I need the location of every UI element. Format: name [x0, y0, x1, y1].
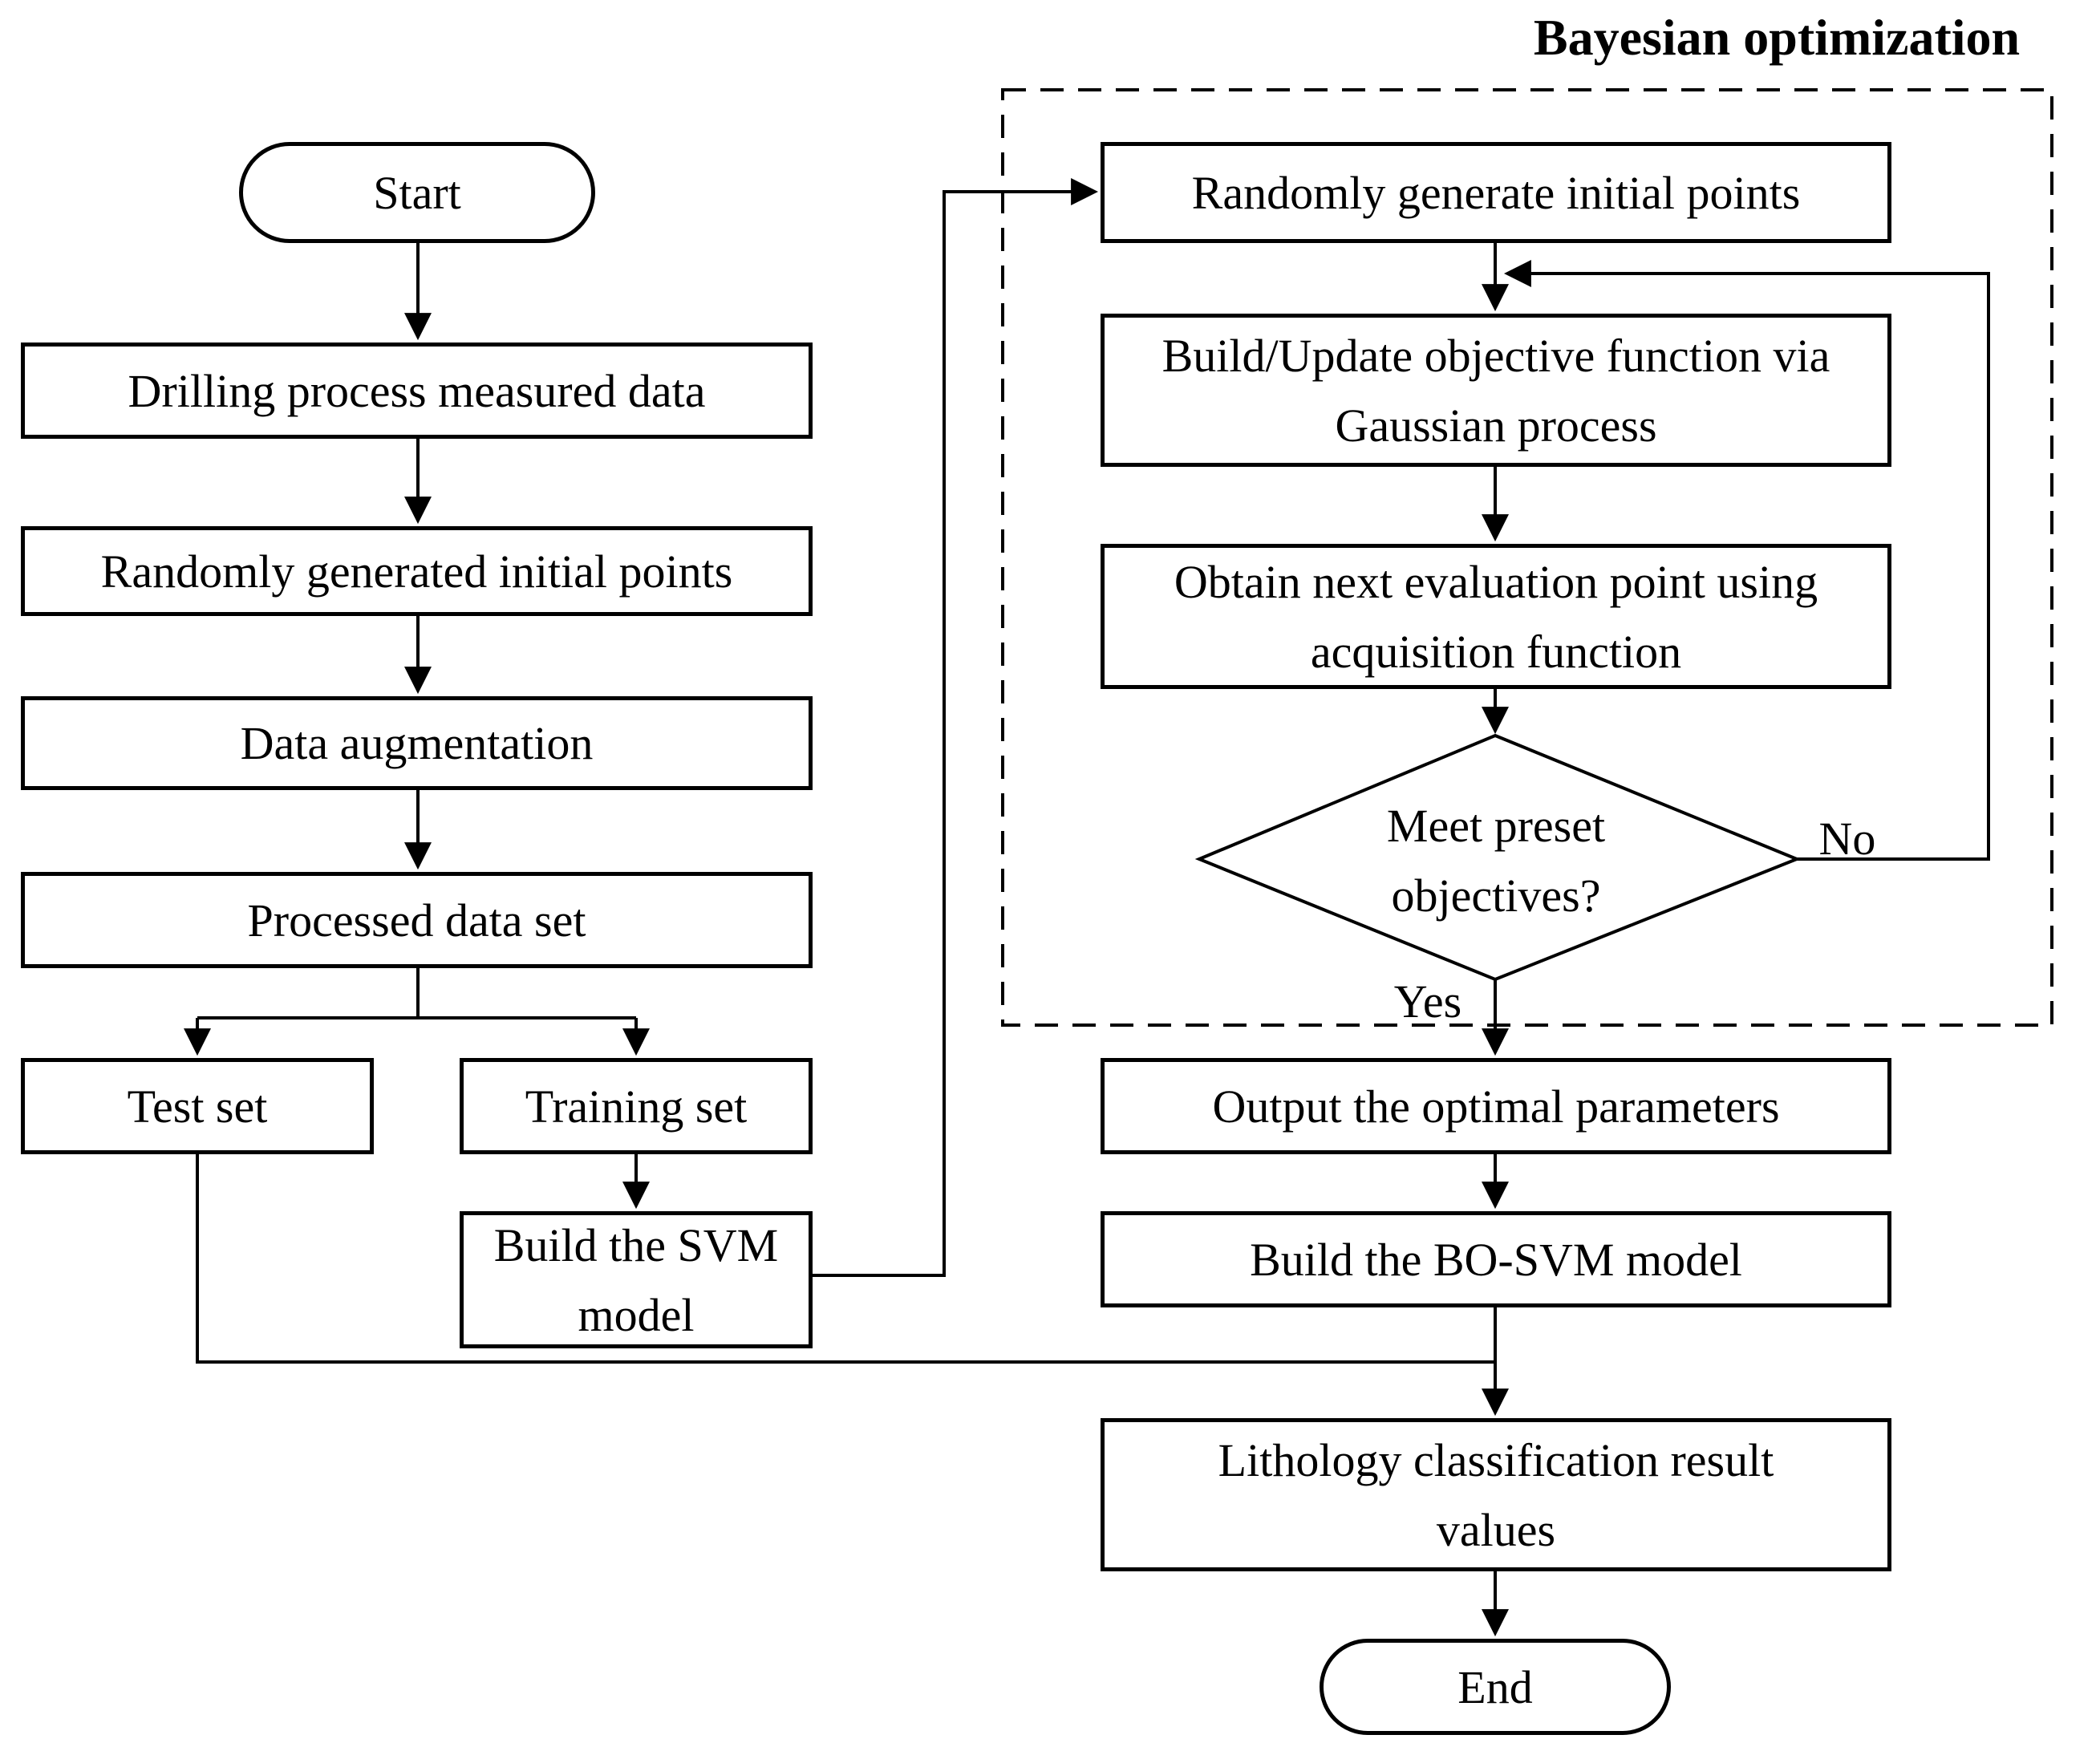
output-optimal-parameters-box: Output the optimal parameters	[1101, 1058, 1891, 1154]
bayesian-optimization-title: Bayesian optimization	[1533, 9, 2021, 66]
drilling-data-box: Drilling process measured data	[21, 343, 813, 439]
randomly-generated-initial-points-box: Randomly generated initial points	[21, 526, 813, 616]
build-bosvm-model-box: Build the BO-SVM model	[1101, 1211, 1891, 1307]
randomly-generate-initial-points-box: Randomly generate initial points	[1101, 142, 1891, 243]
build-svm-model-box: Build the SVM model	[460, 1211, 813, 1348]
test-set-box: Test set	[21, 1058, 374, 1154]
edge-no-feedback-loop	[1503, 260, 1990, 861]
data-augmentation-box: Data augmentation	[21, 696, 813, 790]
edge-testset-merge	[196, 1154, 1495, 1364]
processed-data-set-box: Processed data set	[21, 872, 813, 968]
bayesian-optimization-dashed-box	[1001, 88, 2053, 1027]
obtain-next-evaluation-point-box: Obtain next evaluation point using acqui…	[1101, 544, 1891, 689]
no-edge-label: No	[1818, 812, 1876, 865]
end-terminator: End	[1320, 1639, 1671, 1735]
training-set-box: Training set	[460, 1058, 813, 1154]
lithology-classification-result-box: Lithology classification result values	[1101, 1418, 1891, 1571]
yes-edge-label: Yes	[1393, 975, 1462, 1028]
edge-buildsvm-to-random-right	[813, 178, 1099, 1277]
start-terminator: Start	[239, 142, 595, 243]
build-update-objective-box: Build/Update objective function via Gaus…	[1101, 314, 1891, 467]
decision-diamond-label: Meet preset objectives?	[1386, 799, 1606, 922]
decision-diamond	[1194, 733, 1802, 982]
